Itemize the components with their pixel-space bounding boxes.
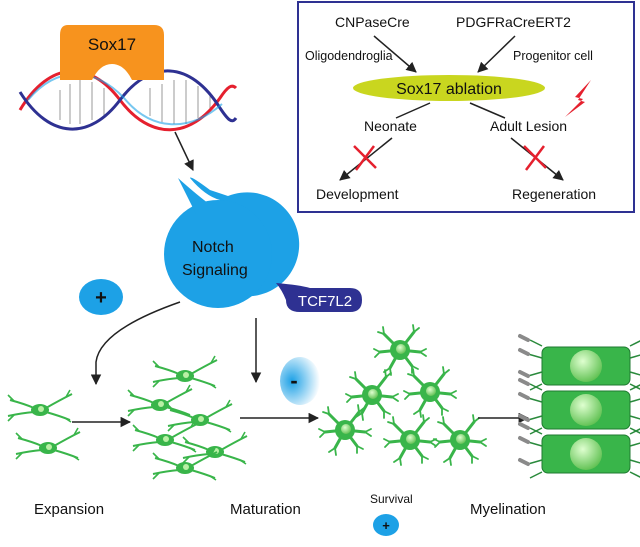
expanding-cells-group: [127, 355, 248, 481]
negative-regulation-badge: [280, 357, 320, 405]
notch-bubble-tail: [178, 178, 212, 214]
minus-symbol: -: [290, 368, 297, 393]
myelinating-cells-group: [518, 334, 640, 480]
survival-label: Survival: [370, 492, 413, 506]
tcf7l2-label: TCF7L2: [298, 293, 352, 310]
inhibit-x-icon-development: [353, 145, 377, 171]
plus-symbol: +: [95, 287, 107, 309]
neonate-label: Neonate: [364, 118, 417, 134]
arrow-cnpase-to-ablation: [373, 35, 417, 73]
survival-plus-symbol: +: [382, 518, 390, 533]
arrow-pdgfra-to-ablation: [477, 35, 516, 73]
oligodendroglia-label: Oligodendroglia: [305, 49, 393, 63]
maturing-cells-group: [317, 323, 488, 467]
progenitor-cell-label: Progenitor cell: [513, 49, 593, 63]
notch-signaling-circle: [164, 200, 272, 308]
sox17-protein-shape: [60, 25, 164, 80]
inhibit-x-icon-regeneration: [523, 145, 547, 171]
cnpase-cre-label: CNPaseCre: [335, 14, 410, 30]
tcf7l2-bubble: [276, 283, 362, 312]
sox17-label: Sox17: [88, 35, 136, 54]
inset-panel: [297, 1, 635, 213]
maturation-label: Maturation: [230, 501, 301, 518]
myelination-label: Myelination: [470, 501, 546, 518]
positive-regulation-badge: [79, 279, 123, 315]
notch-label-line2: Signaling: [182, 262, 248, 279]
sox17-ablation-bar: [353, 75, 545, 101]
arrow-sox17-to-notch: [174, 131, 194, 171]
adult-lesion-label: Adult Lesion: [490, 118, 567, 134]
arrow-ablation-to-neonate: [395, 102, 431, 119]
expansion-label: Expansion: [34, 501, 104, 518]
sox17-ablation-label: Sox17 ablation: [396, 81, 502, 98]
arrow-ablation-to-adult: [469, 102, 506, 119]
notch-label-line1: Notch: [192, 239, 234, 256]
lightning-bolt-icon: [565, 80, 591, 117]
dna-helix-icon: [18, 69, 238, 132]
development-label: Development: [316, 186, 399, 202]
survival-plus-badge: [373, 514, 399, 536]
progenitor-cells-group: [7, 389, 81, 461]
regeneration-label: Regeneration: [512, 186, 596, 202]
pdgfra-cre-label: PDGFRaCreERT2: [456, 14, 571, 30]
arrow-notch-to-expansion: [90, 301, 181, 386]
